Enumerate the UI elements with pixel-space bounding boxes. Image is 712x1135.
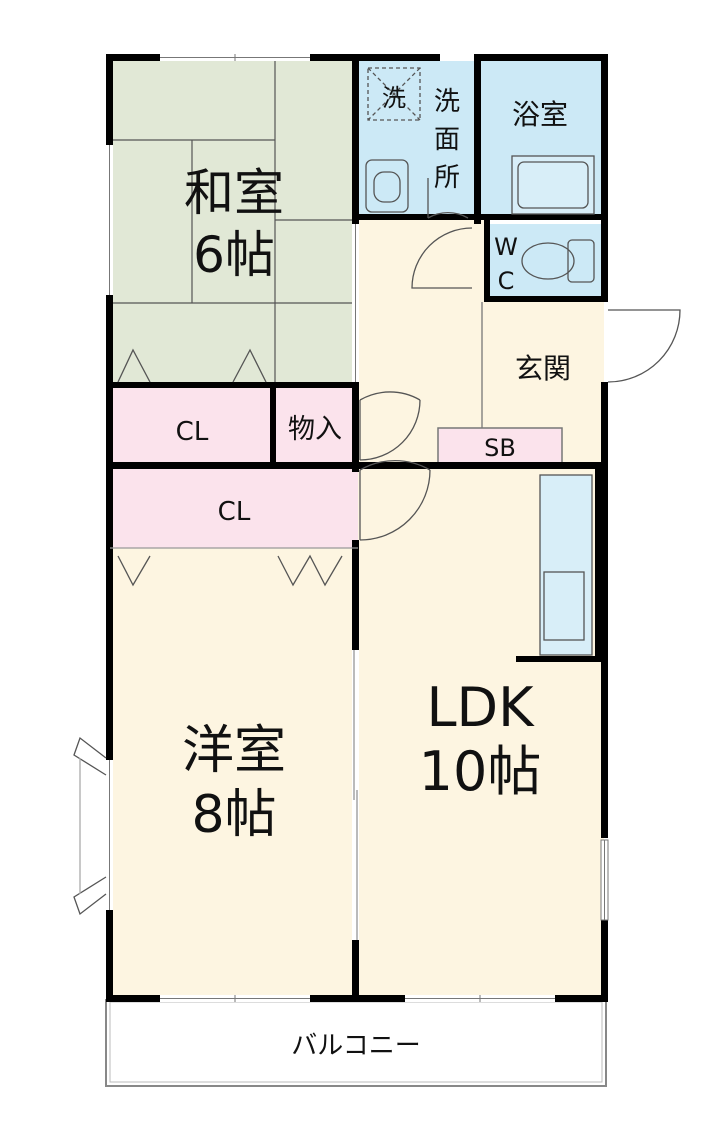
yoshitsu-name: 洋室 [182, 721, 286, 781]
walls [106, 54, 608, 1002]
washer-label: 洗 [382, 84, 406, 112]
washer-pan [367, 67, 421, 121]
entrance-label: 玄関 [515, 352, 571, 385]
storage-floor [275, 385, 358, 465]
closet-lower-label: CL [218, 497, 251, 527]
balcony-label: バルコニー [291, 1031, 420, 1061]
toilet [521, 242, 575, 280]
bath-label: 浴室 [512, 98, 568, 131]
fixtures [365, 67, 595, 656]
storage-label: 物入 [288, 414, 342, 445]
yoshitsu-floor [110, 548, 358, 998]
washroom-label-1: 洗 [434, 87, 460, 117]
ldk-name: LDK [426, 676, 535, 739]
closet-lower-floor [110, 468, 358, 548]
closet-upper-floor [110, 385, 275, 465]
ldk-size: 10帖 [419, 740, 542, 803]
washitsu-floor [110, 58, 358, 385]
shoe-box [437, 427, 563, 465]
labels: 和室 6帖 洗 洗 面 所 浴室 W C 玄関 SB CL 物入 CL 洋室 8… [176, 84, 571, 1061]
yoshitsu-size: 8帖 [191, 785, 276, 845]
wc-label-c: C [498, 267, 515, 295]
shoe-box-label: SB [484, 434, 516, 462]
closet-upper-label: CL [176, 417, 209, 447]
kitchen-counter [539, 474, 593, 656]
wash-basin [365, 159, 409, 213]
wc-floor [488, 224, 604, 298]
windows [106, 54, 609, 1002]
bathtub [511, 155, 595, 215]
washroom-label-3: 所 [434, 163, 460, 193]
doors [73, 178, 681, 916]
washroom-label-2: 面 [434, 125, 460, 155]
wc-label-w: W [494, 233, 518, 261]
balcony [105, 999, 607, 1087]
washitsu-size: 6帖 [193, 226, 275, 284]
washroom-floor [358, 58, 478, 218]
washitsu-name: 和室 [184, 164, 284, 222]
tatami-lines [110, 58, 358, 385]
